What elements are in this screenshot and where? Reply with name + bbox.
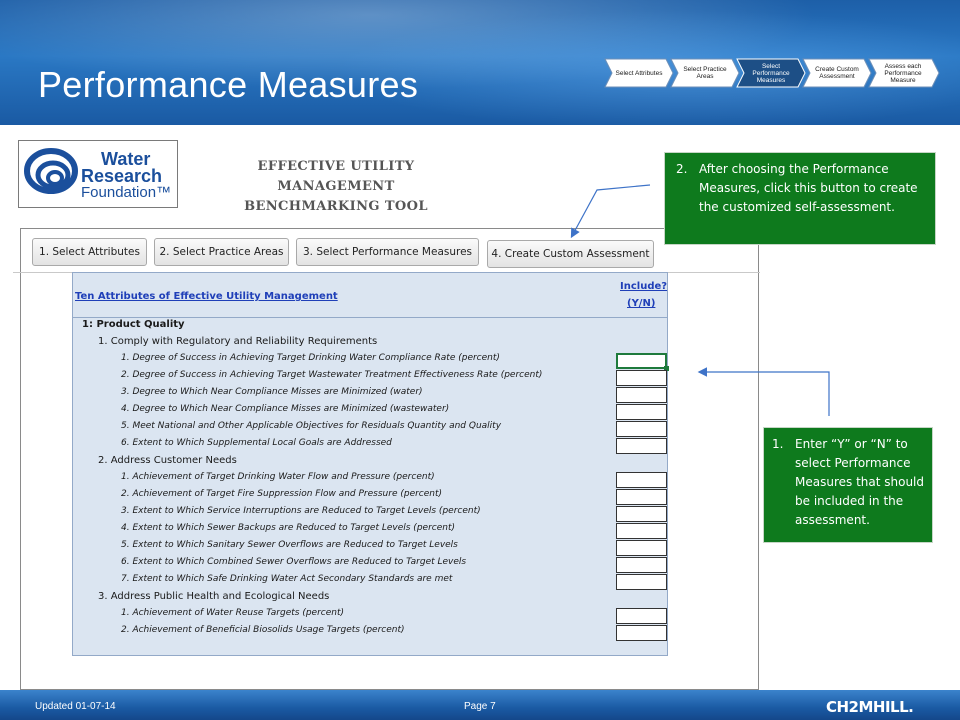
footer-bar [0,690,960,720]
logo-line-3: Foundation™ [81,184,172,201]
select-performance-measures-button[interactable]: 3. Select Performance Measures [296,238,479,266]
step-label: Select Performance Measures [752,62,790,84]
include-header: Include? [620,281,668,292]
include-yn-cell[interactable] [616,625,667,641]
tool-title-line-1: EFFECTIVE UTILITY MANAGEMENT [257,159,415,194]
callout-text: Enter “Y” or “N” to select Performance M… [795,437,925,527]
measure-row-label: 6. Extent to Which Combined Sewer Overfl… [121,557,467,567]
select-practice-areas-button[interactable]: 2. Select Practice Areas [154,238,289,266]
step-create-custom-assessment: Create Custom Assessment [802,58,872,88]
measure-row-label: 1. Achievement of Target Drinking Water … [121,472,435,482]
measure-row-label: 5. Meet National and Other Applicable Ob… [121,421,502,431]
step-select-attributes: Select Attributes [604,58,674,88]
wrf-logo: Water Research Foundation™ [18,140,178,208]
include-yn-cell[interactable] [616,506,667,522]
include-yn-cell[interactable] [616,472,667,488]
measure-row-label: 4. Extent to Which Sewer Backups are Red… [121,523,455,533]
chevron-shape [604,58,674,88]
callout-create-assessment: 2. After choosing the Performance Measur… [664,152,936,245]
measure-row-label: 6. Extent to Which Supplemental Local Go… [121,438,392,448]
logo-line-1: Water [101,149,151,169]
include-yn-cell[interactable] [616,523,667,539]
measure-row-label: 7. Extent to Which Safe Drinking Water A… [121,574,453,584]
step-label: Assess each Performance Measure [884,62,922,84]
include-yn-cell[interactable] [616,574,667,590]
tool-title-line-2: BENCHMARKING TOOL [244,199,428,214]
measure-row-label: 2. Achievement of Target Fire Suppressio… [121,489,443,499]
attribute-label: 1: Product Quality [82,319,185,330]
include-yn-cell[interactable] [616,438,667,454]
step-select-performance-measures: Select Performance Measures [736,58,806,88]
measure-row-label: 4. Degree to Which Near Compliance Misse… [121,404,450,414]
create-custom-assessment-button[interactable]: 4. Create Custom Assessment [487,240,654,268]
measures-sheet [72,272,668,656]
measure-row-label: 2. Degree of Success in Achieving Target… [121,370,543,380]
chevron-shape [670,58,740,88]
step-label: Create Custom Assessment [815,66,859,80]
chevron-shape [736,58,806,88]
page-title: Performance Measures [38,64,419,105]
ch2mhill-logo: CH2MHILL. [826,698,914,716]
tool-title: EFFECTIVE UTILITY MANAGEMENT BENCHMARKIN… [206,157,466,217]
measure-row-label: 2. Achievement of Beneficial Biosolids U… [121,625,405,635]
step-select-practice-areas: Select Practice Areas [670,58,740,88]
include-yn-cell[interactable] [616,608,667,624]
measure-row-label: 1. Degree of Success in Achieving Target… [121,353,500,363]
measure-row-label: 1. Achievement of Water Reuse Targets (p… [121,608,345,618]
practice-area-label: 3. Address Public Health and Ecological … [98,591,330,602]
include-yn-cell[interactable] [616,404,667,420]
wrf-rings-icon [24,148,78,194]
page-number: Page 7 [464,701,496,712]
include-yn-cell[interactable] [616,353,669,371]
workflow-breadcrumb: Select Attributes Select Practice Areas … [604,58,944,88]
step-assess-performance-measure: Assess each Performance Measure [868,58,940,88]
step-label: Select Attributes [615,69,663,77]
callout-number: 2. [676,162,688,176]
measure-row-label: 3. Extent to Which Service Interruptions… [121,506,481,516]
logo-line-2: Research [81,166,163,186]
slide-header: Performance Measures Select Attributes S… [0,0,960,125]
updated-date: Updated 01-07-14 [35,701,116,712]
attributes-link[interactable]: Ten Attributes of Effective Utility Mana… [75,291,338,302]
measure-row-label: 5. Extent to Which Sanitary Sewer Overfl… [121,540,458,550]
select-attributes-button[interactable]: 1. Select Attributes [32,238,147,266]
include-yn-cell[interactable] [616,540,667,556]
include-yn-cell[interactable] [616,557,667,573]
include-yn-header: (Y/N) [627,298,656,309]
include-yn-cell[interactable] [616,489,667,505]
practice-area-label: 1. Comply with Regulatory and Reliabilit… [98,336,378,347]
sheet-header [72,272,668,318]
callout-number: 1. [772,437,784,451]
include-yn-cell[interactable] [616,370,667,386]
callout-text: After choosing the Performance Measures,… [699,162,918,214]
practice-area-label: 2. Address Customer Needs [98,455,237,466]
measure-row-label: 3. Degree to Which Near Compliance Misse… [121,387,423,397]
chevron-shape [802,58,872,88]
step-label: Select Practice Areas [683,66,727,80]
chevron-shape [868,58,940,88]
include-yn-cell[interactable] [616,387,667,403]
include-yn-cell[interactable] [616,421,667,437]
callout-enter-yn: 1. Enter “Y” or “N” to select Performanc… [763,427,933,543]
